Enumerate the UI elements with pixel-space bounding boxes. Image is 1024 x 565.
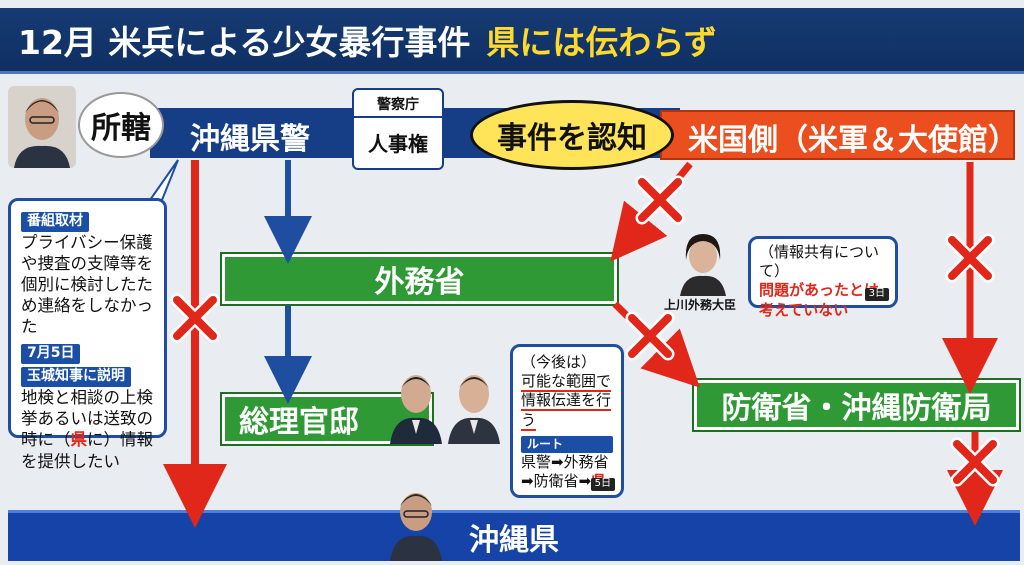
kamikawa-line3: 考えていない (759, 300, 849, 319)
left-note-pref-red: 県 (70, 430, 88, 450)
left-note-text2: 地検と相談の上検挙あるいは送致の時に（県に）情報を提供したい (21, 387, 154, 471)
kamikawa-note: （情報共有について） 問題があったとは 考えていない 3日 (748, 236, 898, 319)
recognized-ellipse: 事件を認知 (470, 100, 674, 170)
x-mark-police-pref (170, 293, 220, 343)
mod-box: 防衛省・沖縄防衛局 (692, 378, 1021, 432)
title-main: 12月 米兵による少女暴行事件 (18, 22, 471, 62)
x-mark-mofa-mod (625, 311, 675, 361)
us-side-label: 米国側（米軍＆大使館） (688, 123, 1018, 158)
route-line2a: ➡防衛省➡ (521, 472, 592, 491)
us-side-band (660, 110, 1015, 160)
kamikawa-line2: 問題があったとは (759, 281, 880, 300)
governor-photo-top (8, 86, 76, 168)
x-mark-us-mod (945, 233, 995, 283)
governor-photo-bottom (386, 484, 446, 561)
kishida-photo (386, 364, 446, 444)
kishida-line2: 可能な範囲で (521, 372, 612, 393)
left-note-text1: プライバシー保護や捜査の支障等を個別に検討したため連絡をしなかった (21, 232, 153, 337)
kamikawa-line1: （情報共有について） (759, 243, 880, 281)
kamikawa-photo (676, 226, 730, 296)
kishida-line3: 情報伝達を行う (521, 391, 612, 431)
title-bar: 12月 米兵による少女暴行事件 県には伝わらず (0, 8, 1024, 74)
okinawa-police-label: 沖縄県警 (190, 122, 310, 157)
title-accent: 県には伝わらず (486, 22, 717, 62)
hayashi-photo (444, 364, 504, 444)
route-line1: 県警➡外務省 (521, 453, 609, 472)
kishida-line1: （今後は） (521, 353, 597, 371)
okinawa-pref-bar: 沖縄県 (8, 510, 1020, 561)
kamikawa-day-badge: 3日 (864, 288, 889, 301)
tag-date: 7月5日 (21, 344, 81, 365)
left-note: 番組取材 プライバシー保護や捜査の支障等を個別に検討したため連絡をしなかった 7… (8, 198, 167, 471)
npa-power: 人事権 (368, 132, 428, 156)
jurisdiction-bubble: 所轄 (78, 92, 164, 158)
tag-governor-explained: 玉城知事に説明 (21, 367, 131, 388)
npa-title: 警察庁 (354, 94, 442, 118)
x-mark-mod-pref (950, 437, 1000, 487)
npa-box: 警察庁 人事権 (352, 88, 444, 170)
kishida-note: （今後は） 可能な範囲で 情報伝達を行う ルート 県警➡外務省 ➡防衛省➡県 5… (510, 344, 624, 498)
tag-program-coverage: 番組取材 (21, 212, 89, 232)
left-note-text2c: に）情報を提供したい (21, 430, 153, 471)
kishida-day-badge: 5日 (590, 478, 615, 491)
x-mark-us-mofa (635, 175, 685, 225)
left-note-text2a: 地検と相談の上検挙あるいは送致の時に（ (21, 388, 153, 450)
kamikawa-caption: 上川外務大臣 (664, 298, 737, 312)
route-tag: ルート (521, 435, 613, 454)
